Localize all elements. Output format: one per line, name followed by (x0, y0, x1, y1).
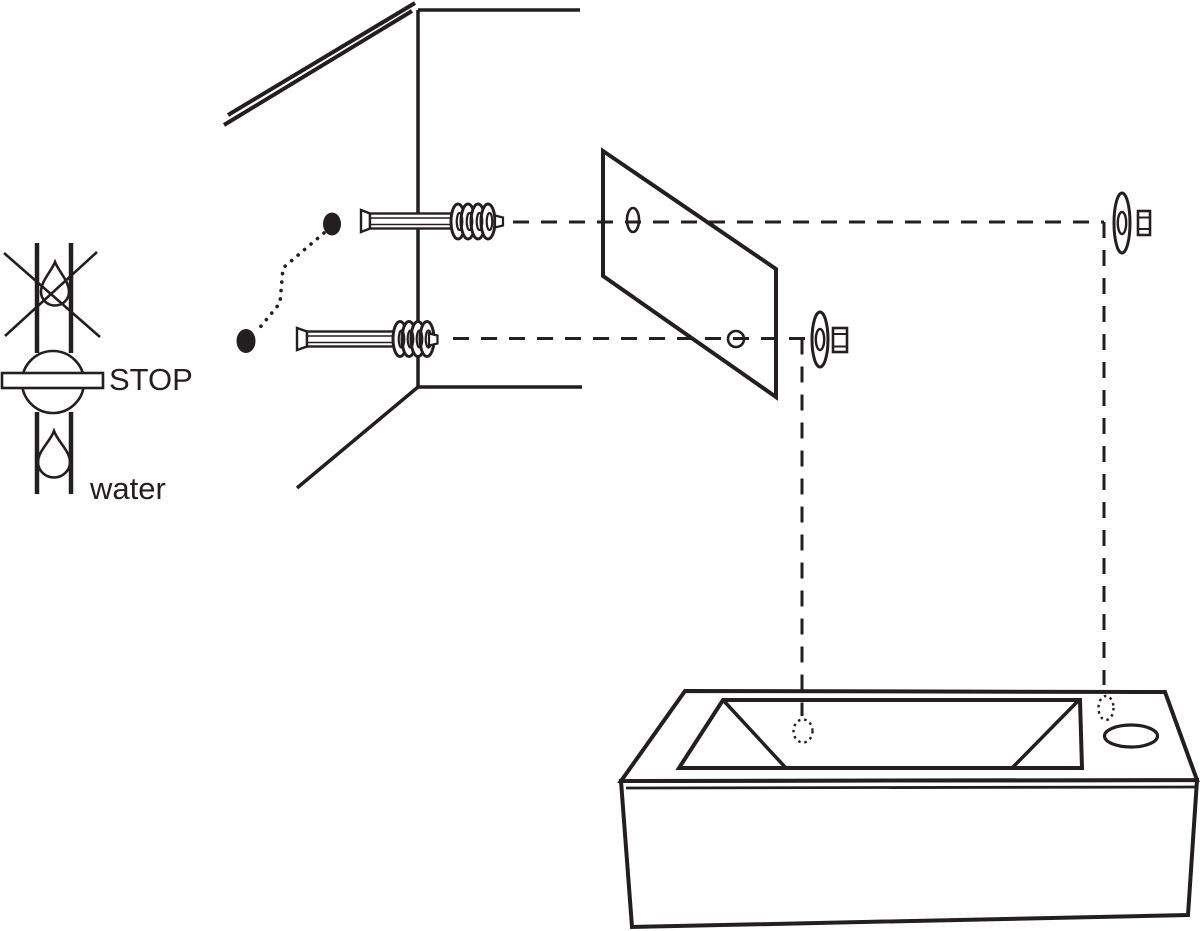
cross-line-1 (3, 252, 101, 338)
drill-holes-dotted-link (255, 231, 326, 333)
drill-hole-dot-top (323, 212, 341, 236)
basin-front-face (618, 777, 1200, 930)
valve-handle-bar (0, 371, 105, 390)
coil-inner (397, 329, 406, 349)
nut-bottom (831, 326, 849, 354)
basin-bowl-left-slope (721, 698, 787, 769)
water-drop-icon-top (39, 258, 71, 307)
coil-inner (475, 211, 484, 232)
coil-inner (465, 211, 474, 232)
washer-top (1112, 191, 1132, 255)
mounting-plate-body (601, 147, 778, 401)
stop-water-valve-symbol: STOP water (0, 243, 193, 506)
water-drop-icon-bottom (36, 427, 72, 479)
ceiling-edge-outer (226, 1, 417, 117)
basin-bowl-right-slope (1011, 699, 1080, 769)
basin-rim-edge-line (625, 785, 1196, 790)
plug-top-body (368, 212, 455, 230)
floor-line-left (295, 385, 420, 490)
screw-top-tip (493, 214, 505, 229)
washer-bottom-hole (814, 327, 826, 352)
coil-inner (415, 329, 424, 349)
plug-bottom-cap (295, 326, 309, 352)
plate-slot-hole (625, 206, 641, 234)
coil-inner (485, 211, 494, 232)
wash-basin (617, 688, 1200, 930)
washer-and-nut-top (1112, 191, 1152, 255)
tap-hole (1102, 723, 1160, 749)
basin-fixing-hole-marker-right (1097, 694, 1115, 722)
stop-label: STOP (109, 362, 193, 397)
drill-hole-dot-bottom (236, 329, 256, 353)
wall-plug-bottom-with-screw (295, 320, 439, 358)
screw-bottom-thread-coils (391, 320, 436, 358)
wall-plug-top-with-screw (359, 202, 505, 241)
wall-corner (222, 1, 582, 490)
ceiling-edge-inner (222, 9, 414, 127)
water-label: water (89, 471, 166, 506)
plug-top-cap (359, 208, 372, 234)
nut-top (1136, 209, 1152, 237)
basin-bowl-opening (675, 698, 1085, 770)
basin-fixing-hole-marker-left (792, 718, 814, 744)
coil-inner (455, 211, 464, 232)
cross-line-2 (4, 251, 98, 337)
drill-hole-markers (236, 212, 341, 353)
washer-top-hole (1116, 210, 1128, 236)
washer-and-nut-bottom (810, 310, 849, 369)
screw-bottom-tip (427, 332, 439, 347)
washer-bottom (810, 310, 830, 369)
screw-top-thread-coils (449, 202, 497, 241)
plug-bottom-body (305, 330, 397, 348)
mounting-plate (601, 147, 778, 401)
coil-inner (406, 329, 415, 349)
alignment-dashed-lines (453, 220, 1115, 744)
